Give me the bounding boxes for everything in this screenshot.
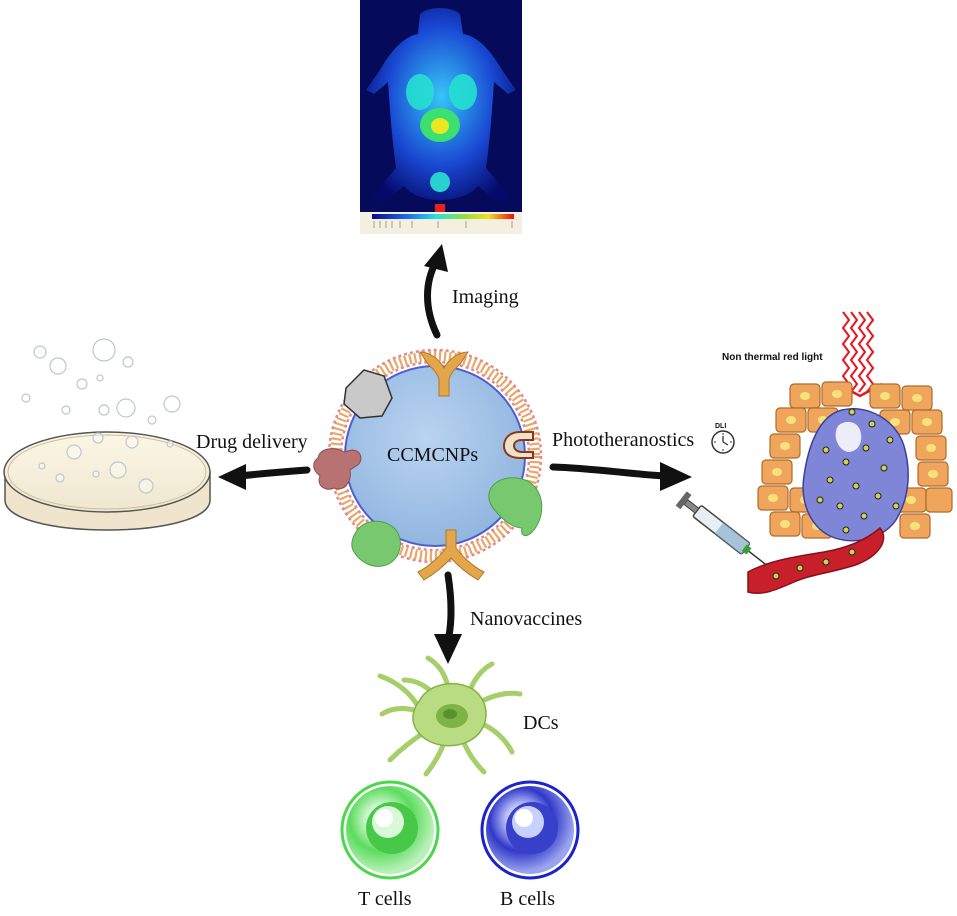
receptor-y-top [419,351,469,397]
dcs-label: DCs [523,712,559,734]
drug-delivery-label: Drug delivery [196,431,308,453]
syringe-icon [675,491,767,566]
t-cell-icon [340,780,440,880]
arrow-to-phototheranostics [549,462,692,491]
b-cells-label: B cells [500,888,555,910]
arrow-to-drug-delivery [218,464,311,490]
arrow-to-imaging [424,244,448,339]
ccmcnp-nanoparticle [313,348,543,581]
center-label: CCMCNPs [387,444,479,466]
petri-dish-icon [3,338,211,531]
receptor-hook [502,431,534,459]
receptor-y-bottom [417,529,485,581]
phototheranostics-label: Phototheranostics [552,429,695,451]
receptor-green-right [488,477,543,536]
imaging-scan-panel [360,0,522,234]
receptor-green-left [351,520,401,567]
mouse-body-heatmap [366,8,516,204]
t-cells-label: T cells [358,888,412,910]
red-light-label: Non thermal red light [722,352,823,363]
heatmap-color-scale [372,214,514,219]
clock-icon [711,430,735,454]
blood-vessel [747,526,885,594]
dendritic-cell-icon [377,655,523,777]
receptor-pink [313,448,362,490]
b-cell-icon [480,780,580,880]
arrow-to-nanovaccines [434,571,462,664]
tumor-tissue [747,381,953,594]
receptor-hexagon [343,369,393,419]
nanovaccines-label: Nanovaccines [470,608,583,630]
imaging-label: Imaging [452,286,519,308]
dli-label: DLI [715,423,727,430]
